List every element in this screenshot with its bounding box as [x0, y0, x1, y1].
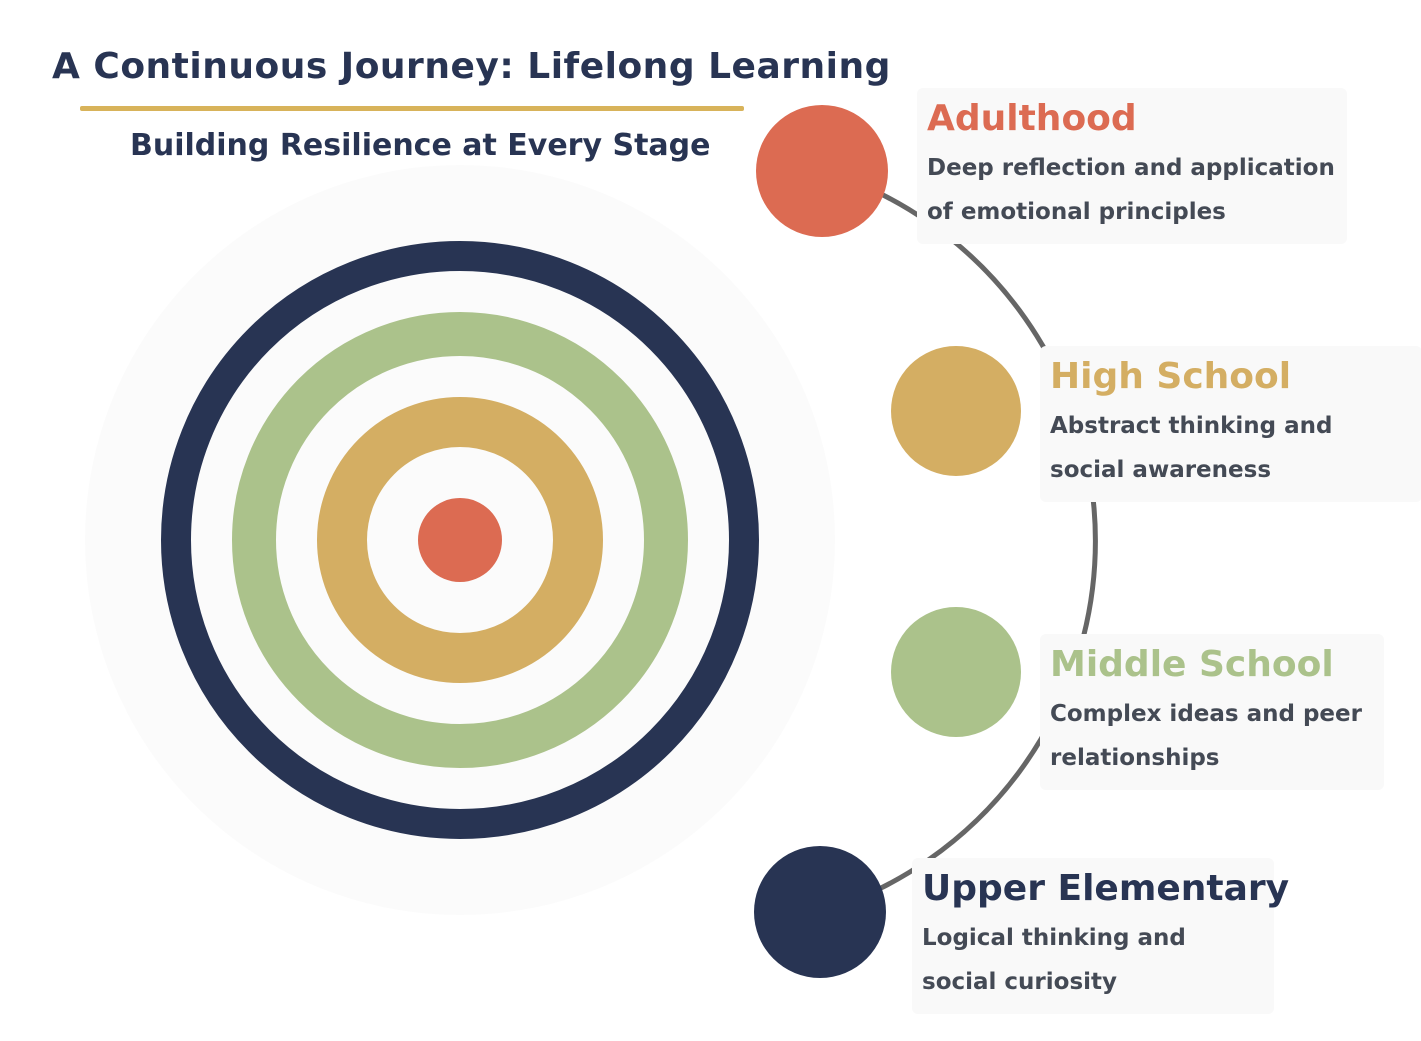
ring-middle-school — [232, 312, 688, 768]
stage-title: Adulthood — [927, 98, 1137, 139]
node-upper-elementary — [754, 846, 886, 978]
stage-card-adulthood: Adulthood Deep reflection and applicatio… — [917, 88, 1347, 244]
stage-description: Deep reflection and application of emoti… — [927, 155, 1335, 225]
stage-card-middle-school: Middle School Complex ideas and peer rel… — [1040, 634, 1384, 790]
ring-high-school — [317, 397, 603, 683]
stage-description: Complex ideas and peer relationships — [1050, 701, 1362, 771]
stage-title: Upper Elementary — [922, 868, 1290, 909]
page-subtitle: Building Resilience at Every Stage — [130, 128, 711, 163]
stage-card-high-school: High School Abstract thinking and social… — [1040, 346, 1421, 502]
stage-title: Middle School — [1050, 644, 1334, 685]
page-title: A Continuous Journey: Lifelong Learning — [52, 46, 891, 87]
ring-upper-elementary — [161, 241, 759, 839]
stage-description: Logical thinking and social curiosity — [922, 925, 1186, 995]
concentric-rings — [85, 165, 835, 915]
timeline-nodes — [754, 105, 1021, 978]
stage-title: High School — [1050, 356, 1292, 397]
timeline-connector — [818, 167, 1098, 915]
node-high-school — [891, 346, 1021, 476]
stage-description: Abstract thinking and social awareness — [1050, 413, 1333, 483]
node-adulthood — [756, 105, 888, 237]
center-dot-adulthood — [418, 498, 502, 582]
node-middle-school — [891, 607, 1021, 737]
title-underline — [80, 106, 744, 111]
stage-card-upper-elementary: Upper Elementary Logical thinking and so… — [912, 858, 1290, 1014]
